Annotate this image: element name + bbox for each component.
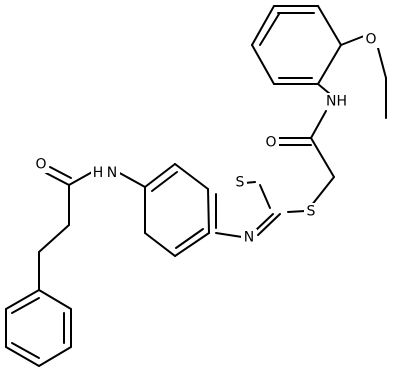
atom-n-amide-left-label: N xyxy=(107,165,117,181)
bond xyxy=(5,289,40,310)
atom-n-ring-label: N xyxy=(244,230,254,246)
bond xyxy=(151,171,178,192)
bond xyxy=(144,232,176,257)
atom-h-amide-left-label: H xyxy=(93,165,104,181)
atom-o-ether-label: O xyxy=(365,32,376,48)
bond xyxy=(259,13,280,46)
atom-s-thioether-label: S xyxy=(307,204,316,220)
bond xyxy=(5,346,40,367)
bond xyxy=(310,137,335,178)
atom-o-amide-right-label: O xyxy=(265,135,276,151)
bond xyxy=(174,163,209,190)
atom-o-amide-left-label: O xyxy=(35,157,46,173)
bond xyxy=(257,213,281,236)
bond xyxy=(49,166,72,179)
bond xyxy=(254,213,274,232)
bond xyxy=(310,110,327,139)
atom-s-thioether: S xyxy=(304,203,318,220)
bond xyxy=(144,163,176,188)
atom-o-amide-left: O xyxy=(33,156,49,173)
bond xyxy=(175,228,204,249)
bond xyxy=(174,232,210,257)
atom-s-ring-label: S xyxy=(236,175,245,191)
bond xyxy=(377,47,387,79)
atom-o-ether: O xyxy=(363,31,379,48)
bond xyxy=(38,224,70,253)
bond xyxy=(340,35,365,46)
bond xyxy=(317,44,342,85)
bond xyxy=(317,5,342,46)
bond xyxy=(11,297,40,314)
bond xyxy=(287,210,306,213)
atom-nh-amide-left: H N xyxy=(91,165,120,181)
bond xyxy=(68,170,95,186)
atom-nh-anilide-label: NH xyxy=(326,94,347,110)
atom-s-ring: S xyxy=(233,174,247,191)
atom-nh-anilide: NH xyxy=(322,93,351,110)
atom-n-ring: N xyxy=(241,229,257,246)
bond xyxy=(310,176,335,207)
bond xyxy=(207,188,210,234)
bond xyxy=(115,170,146,188)
atom-labels: O NH O S S N O H N xyxy=(33,31,379,246)
bond xyxy=(45,172,70,186)
bond xyxy=(38,346,72,367)
bond xyxy=(317,83,331,95)
bonds xyxy=(5,5,387,367)
bond xyxy=(251,5,275,46)
bond xyxy=(215,232,243,238)
atom-o-amide-right: O xyxy=(263,134,279,151)
bond xyxy=(259,184,271,209)
bond xyxy=(11,342,40,359)
bond xyxy=(38,289,72,310)
bond xyxy=(251,44,275,85)
